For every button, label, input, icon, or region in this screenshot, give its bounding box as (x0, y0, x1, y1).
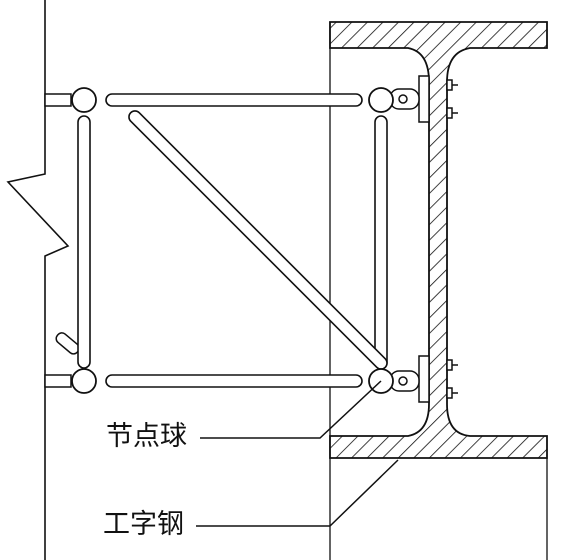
upper-pin (398, 94, 408, 104)
bolt-head (446, 107, 453, 119)
i-beam-leader (196, 459, 399, 527)
bolt-head (446, 79, 453, 91)
wall-outline (6, 0, 70, 560)
upper-anchor (44, 93, 72, 107)
lower-plate (418, 355, 430, 403)
top-chord (105, 93, 363, 107)
i-beam-label: 工字钢 (103, 509, 184, 540)
lower-anchor (44, 374, 72, 388)
lower-pin (398, 376, 408, 386)
bolt-head (446, 387, 453, 399)
truss-rods (77, 93, 388, 388)
partial-diagonal (55, 332, 80, 355)
node-ball-top-right (368, 87, 394, 113)
node-ball-label: 节点球 (106, 421, 187, 452)
node-ball-bottom-left (71, 368, 97, 394)
diagonal-brace (128, 110, 388, 370)
leader-lines (196, 380, 399, 527)
background-edges (329, 22, 548, 560)
lugs (389, 88, 420, 392)
connection-plates (418, 75, 458, 403)
wall-anchors (44, 93, 80, 388)
bolt-head (446, 359, 453, 371)
i-beam-section (329, 21, 548, 459)
i-beam-hatch-area (329, 21, 548, 459)
right-vertical (374, 115, 388, 369)
left-vertical (77, 115, 91, 369)
bottom-chord (105, 374, 363, 388)
node-balls (71, 87, 394, 394)
upper-plate (418, 75, 430, 123)
node-ball-leader (200, 380, 382, 439)
node-ball-top-left (71, 87, 97, 113)
